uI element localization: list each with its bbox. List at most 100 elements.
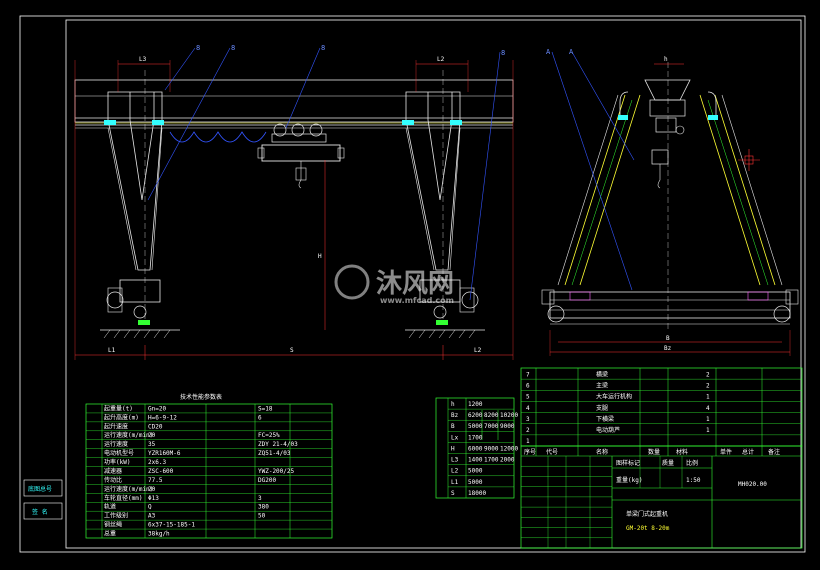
bom-row-name: 电动葫芦: [596, 426, 620, 434]
dim-value-2: 1700: [484, 457, 499, 464]
dim-h: H: [318, 253, 322, 260]
spec-value: YZR160M-6: [148, 450, 181, 457]
dim-value: 6200: [468, 412, 483, 419]
scale-header: 图样标记: [616, 459, 640, 467]
spec-label: 车轮直径(mm): [104, 494, 142, 502]
spec-label: 运行速度(m/min): [104, 431, 153, 439]
mass-col: 质量: [662, 459, 674, 467]
spec-label: 减速器: [104, 467, 122, 475]
bom-row-name: 支腿: [596, 404, 608, 412]
spec-value: A3: [148, 513, 156, 520]
dim-value-3: 12000: [500, 445, 518, 452]
left-box-2: 签 名: [32, 508, 48, 516]
spec-label: 运行速度(m/min): [104, 485, 153, 493]
bom-row-number: 7: [526, 371, 530, 378]
bom-header: 总计: [742, 448, 754, 456]
outer-frame: [19, 15, 806, 553]
spec-label: 电动机型号: [104, 449, 134, 457]
spec-label: 起重量(t): [104, 404, 133, 412]
spec-value: Φ13: [148, 495, 159, 502]
spec-value-2: 380: [258, 504, 269, 511]
spec-value-2: S=18: [258, 405, 273, 412]
bom-row-number: 6: [526, 383, 530, 390]
balloon-2: 8: [231, 44, 235, 52]
spec-value-2: 6: [258, 414, 262, 421]
bom-row-name: 大车运行机构: [596, 393, 632, 401]
spec-label: 钢丝绳: [104, 521, 122, 529]
scale-col: 比例: [686, 459, 698, 467]
dim-l2-top: L2: [437, 56, 445, 63]
spec-label: 运行速度: [104, 440, 128, 448]
bom-row-qty: 1: [706, 427, 710, 434]
weight-label: 重量(kg): [616, 476, 642, 484]
dim-label: H: [451, 445, 455, 452]
spec-label: 工作级别: [104, 512, 128, 520]
spec-label: 功率(kW): [104, 458, 130, 466]
left-side-boxes: 底图总号 签 名: [23, 479, 63, 520]
bom-row-name: 下横梁: [596, 415, 614, 423]
dim-value: 5000: [468, 468, 483, 475]
dim-label: L3: [451, 457, 459, 464]
dim-h-side: h: [664, 56, 668, 63]
bom-header: 数量: [648, 448, 660, 456]
spec-value: ZSC-600: [148, 468, 174, 475]
bom-row-qty: 2: [706, 371, 710, 378]
bom-row-number: 4: [526, 405, 530, 412]
dim-value-2: 8200: [484, 412, 499, 419]
dim-l1: L1: [108, 347, 116, 354]
spec-label: 起升速度: [104, 422, 128, 430]
dim-value: 1700: [468, 434, 483, 441]
bom-row-qty: 2: [706, 383, 710, 390]
spec-value: H=6-9-12: [148, 414, 177, 421]
left-box-1: 底图总号: [28, 485, 52, 493]
inner-frame: [65, 19, 802, 549]
dim-value-3: 9000: [500, 423, 515, 430]
watermark-brand: 沐风网: [376, 269, 454, 299]
spec-table-title: 技术性能参数表: [180, 393, 222, 401]
spec-value-2: 50: [258, 513, 266, 520]
dim-value-3: 10200: [500, 412, 518, 419]
spec-label: 传动比: [104, 476, 122, 484]
spec-value: 20: [148, 432, 156, 439]
spec-label: 起升高度(m): [104, 413, 139, 421]
drawing-no: MH020.00: [738, 481, 767, 488]
dim-value: 1200: [468, 401, 483, 408]
drawing-name: 单梁门式起重机: [626, 510, 668, 518]
dim-s: S: [290, 347, 294, 354]
scale-value: 1:50: [686, 477, 701, 484]
spec-value-2: YWZ-200/25: [258, 468, 295, 475]
front-view: L1 S L2 L3 L2 H 8 8 8 8: [74, 44, 514, 360]
spec-value-2: 3: [258, 495, 262, 502]
bom-row-number: 3: [526, 416, 530, 423]
spec-value: 6x37-15-185-1: [148, 522, 195, 529]
bom-header: 代号: [546, 448, 558, 456]
watermark-url: www.mfcad.com: [380, 296, 454, 305]
dim-value-2: 7000: [484, 423, 499, 430]
dim-bz: Bz: [664, 345, 672, 352]
spec-value: CD20: [148, 423, 163, 430]
balloon-a2: A: [569, 48, 574, 56]
spec-value: 20: [148, 486, 156, 493]
spec-value-2: FC=25%: [258, 432, 280, 439]
dim-value: 6000: [468, 445, 483, 452]
bom-row-number: 1: [526, 438, 530, 445]
spec-table: 技术性能参数表 起重量(t) Gn=20 S=18 起升高度(m) H=6-9-12 6 起…: [85, 393, 333, 539]
balloon-1: 8: [196, 44, 200, 52]
drawing-sub: GM-20t 8-20m: [626, 525, 670, 532]
bom-row-qty: 1: [706, 394, 710, 401]
dim-l2: L2: [474, 347, 482, 354]
bom-row-name: 主梁: [596, 382, 608, 390]
spec-label: 轨道: [104, 503, 116, 511]
spec-value: 35: [148, 441, 156, 448]
bom-row-number: 5: [526, 394, 530, 401]
spec-label: 总重: [104, 529, 116, 537]
dim-label: Lx: [451, 434, 459, 441]
dim-label: B: [451, 423, 455, 430]
dim-value-3: 2000: [500, 457, 515, 464]
bom-row-number: 2: [526, 427, 530, 434]
dim-label: L2: [451, 468, 459, 475]
spec-value: Gn=20: [148, 405, 166, 412]
